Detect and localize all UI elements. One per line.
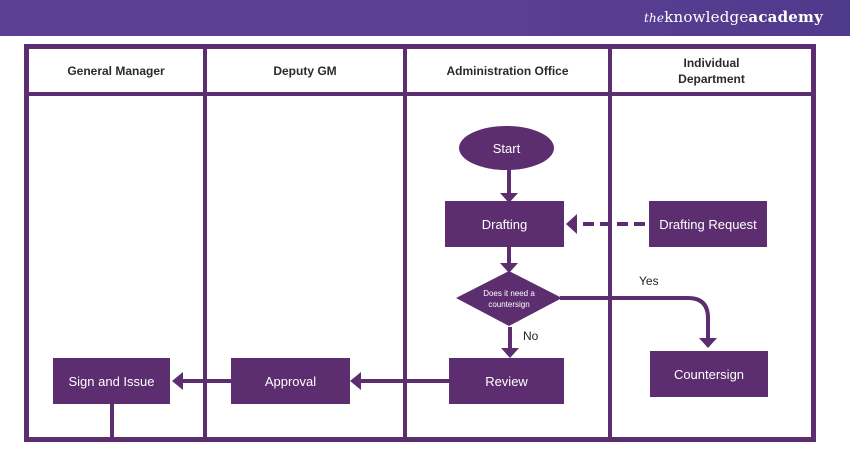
- arrowhead: [699, 338, 717, 348]
- arrowhead: [172, 372, 183, 390]
- review-node: Review: [449, 358, 564, 404]
- countersign-node: Countersign: [650, 351, 768, 397]
- header-banner: theknowledgeacademy: [0, 0, 850, 36]
- header-divider: [24, 92, 816, 96]
- lane-divider: [403, 44, 407, 442]
- arrowhead: [501, 348, 519, 358]
- lane-title-general-manager: General Manager: [67, 63, 165, 78]
- decision-diamond: [456, 271, 562, 326]
- arrowhead: [350, 372, 361, 390]
- sign-and-issue-node: Sign and Issue: [53, 358, 170, 404]
- lane-divider: [203, 44, 207, 442]
- lane-divider: [608, 44, 612, 442]
- connector-decision-countersign: [560, 296, 710, 338]
- drafting-node: Drafting: [445, 201, 564, 247]
- arrowhead: [500, 263, 518, 273]
- lane-title-individual-department: Individual Department: [678, 55, 745, 86]
- lane-title-deputy-gm: Deputy GM: [273, 63, 337, 78]
- arrowhead: [566, 214, 577, 234]
- edge-label-yes: Yes: [639, 274, 659, 288]
- arrowhead: [500, 193, 518, 203]
- lane-title-administration-office: Administration Office: [446, 63, 569, 78]
- brand-logo: theknowledgeacademy: [643, 8, 823, 26]
- start-node: Start: [459, 126, 554, 170]
- drafting-request-node: Drafting Request: [649, 201, 767, 247]
- edge-label-no: No: [523, 329, 539, 343]
- swimlane-frame: [24, 44, 816, 442]
- decision-label: Does it need a countersign: [483, 289, 535, 309]
- approval-node: Approval: [231, 358, 350, 404]
